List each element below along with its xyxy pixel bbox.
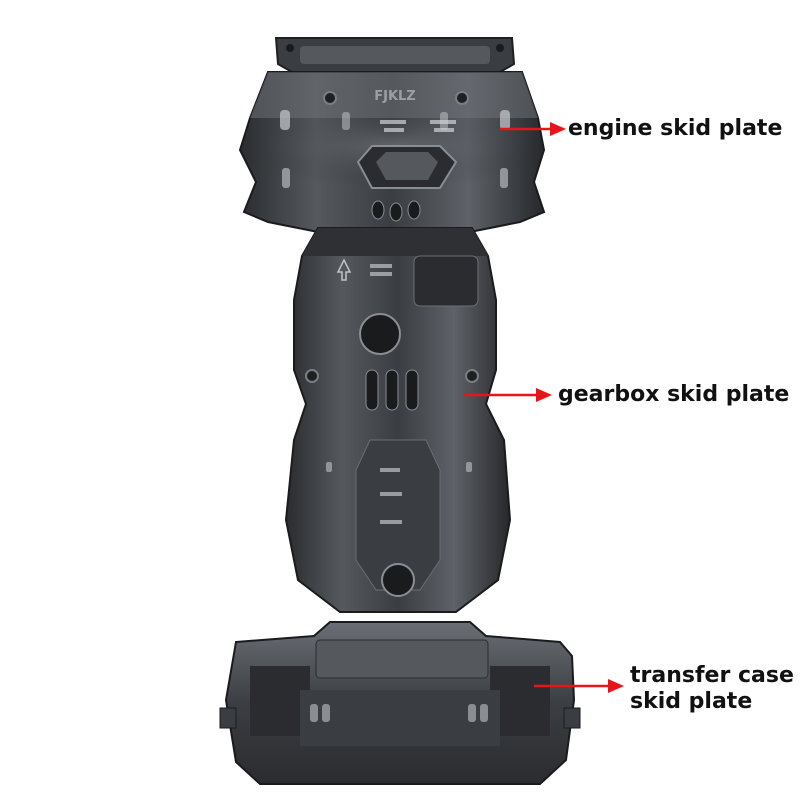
transfer-case-skid-plate bbox=[219, 621, 581, 785]
transfer-label-line1: transfer case bbox=[630, 663, 794, 688]
callout-arrows bbox=[464, 122, 624, 693]
engine-arrow bbox=[500, 122, 566, 136]
gearbox-skid-plate bbox=[284, 227, 512, 613]
transfer-case-arrow bbox=[534, 679, 624, 693]
engine-skid-plate: FJKLZ bbox=[238, 37, 546, 233]
gearbox-arrow bbox=[464, 388, 552, 402]
transfer-case-skid-plate-label: transfer case skid plate bbox=[630, 663, 794, 715]
gearbox-skid-plate-label: gearbox skid plate bbox=[558, 382, 790, 407]
brand-mark: FJKLZ bbox=[374, 89, 416, 104]
engine-skid-plate-label: engine skid plate bbox=[568, 116, 783, 141]
transfer-label-line2: skid plate bbox=[630, 689, 753, 714]
